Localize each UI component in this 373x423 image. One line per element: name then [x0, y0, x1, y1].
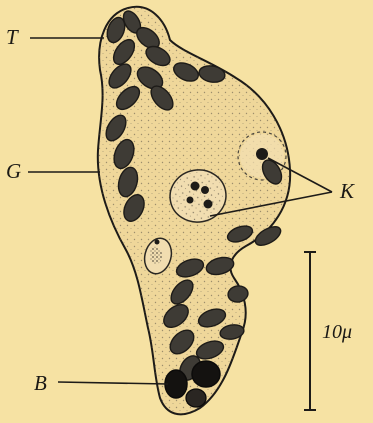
label-B-leader	[58, 382, 168, 384]
scale-bar	[304, 252, 316, 410]
label-B: B	[34, 371, 47, 395]
label-G: G	[6, 159, 21, 183]
label-K: K	[339, 179, 355, 203]
scale-bar-label: 10μ	[322, 321, 352, 343]
label-T: T	[6, 25, 19, 49]
